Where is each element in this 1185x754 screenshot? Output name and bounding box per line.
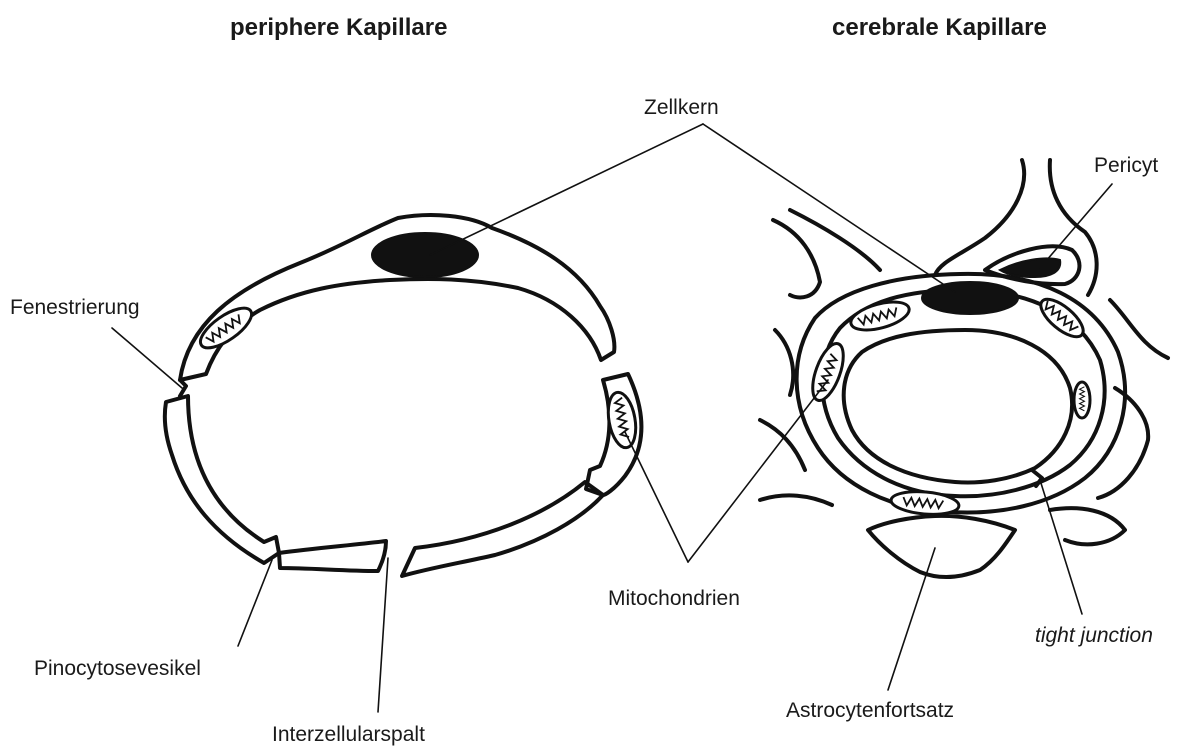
nucleus-leader-right [703,124,955,292]
astrocyte-bottom [868,516,1015,577]
peripheral-bottom-right-endothelium [402,482,603,576]
cerebral-mitochondrion-bottom [890,489,960,517]
cerebral-nucleus [922,282,1018,314]
cerebral-lumen [844,330,1072,482]
astrocyte-right [1098,300,1168,498]
cerebral-mitochondrion-top-right [1035,293,1089,343]
nucleus-leader-left [430,124,703,255]
cleft-leader [378,558,388,712]
cerebral-mitochondrion-top-left [848,297,912,336]
cerebral-mitochondrion-right [1074,382,1090,418]
fenestration-leader [112,328,182,388]
peripheral-left-endothelium [165,396,279,563]
astrocyte-left-top [773,210,880,297]
mitochondria-leader-right [688,380,828,562]
pericyte-nucleus [1000,258,1060,277]
pinocytosis-leader [238,560,272,646]
cerebral-capillary [760,160,1168,577]
peripheral-bottom-left-endothelium [279,541,386,571]
mitochondria-leader-left [625,432,688,562]
peripheral-capillary [165,215,642,576]
astrocyte-bottom-right [1050,508,1125,544]
tight-junction-leader [1040,480,1082,614]
